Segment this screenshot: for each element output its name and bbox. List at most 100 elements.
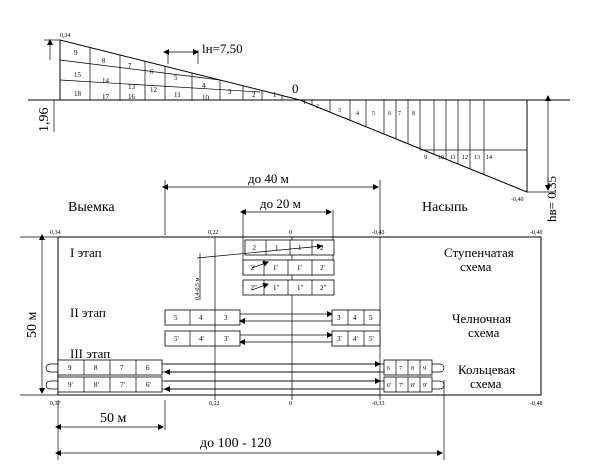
fill-number: 7 xyxy=(398,111,401,117)
shuttle-cell: 3' xyxy=(337,335,342,343)
ring-loop xyxy=(45,363,445,373)
stepped-cell: 1' xyxy=(273,264,278,272)
top-mark: -0,40 xyxy=(530,230,543,236)
ring-cell: 6 xyxy=(146,364,150,372)
stepped-arrow xyxy=(251,282,269,291)
fill-number: 10 xyxy=(438,155,444,161)
cut-number: 2 xyxy=(252,91,256,99)
stepped-cell: 1" xyxy=(273,284,280,292)
bottom-mark: -0,33 xyxy=(372,401,385,407)
m50-label: 50 м xyxy=(100,411,127,426)
shuttle-right-row xyxy=(331,330,381,347)
ring-cell: 7' xyxy=(120,381,125,389)
upto100-label: до 100 - 120 xyxy=(200,436,271,451)
stepped-cell: 1" xyxy=(297,284,304,292)
ring-cell: 6 xyxy=(387,366,390,372)
cut-number: 8 xyxy=(102,57,106,65)
cut-number: 11 xyxy=(174,91,181,99)
fill-number: 1 xyxy=(303,100,306,106)
cut-number: 7 xyxy=(128,62,132,70)
cut-number: 4 xyxy=(202,82,206,90)
top-mark: 0 xyxy=(289,230,292,236)
left-height-label: 0,34 xyxy=(60,33,71,39)
stepped-arrow xyxy=(196,243,323,259)
bottom-mark: 0 xyxy=(289,401,292,407)
fill-number: 4 xyxy=(356,111,359,117)
vertical-note: 0,4-0,5 м xyxy=(195,278,201,300)
stepped-arrow xyxy=(251,260,269,269)
stage-3-label: III этап xyxy=(70,346,110,361)
fill-number: 11 xyxy=(450,155,456,161)
ring-cell: 7 xyxy=(120,364,124,372)
shuttle-right-row xyxy=(331,309,381,326)
cut-layer-line xyxy=(59,59,221,81)
fill-height-label: hв= 0.35 xyxy=(544,176,559,222)
scheme-1-line2: схема xyxy=(460,259,492,274)
shuttle-cell: 5' xyxy=(174,335,179,343)
stepped-cell: 2 xyxy=(253,244,257,252)
cut-label: Выемка xyxy=(68,200,115,215)
shuttle-cell: 5' xyxy=(369,335,374,343)
shuttle-cell: 3' xyxy=(224,335,229,343)
shuttle-cell: 4' xyxy=(353,335,358,343)
ring-loop xyxy=(45,380,445,390)
middle-dimensions: до 40 м до 20 м Выемка Насыпь xyxy=(68,171,468,262)
depth-label: 1,96 xyxy=(37,108,52,133)
ring-cell: 6' xyxy=(146,381,151,389)
shuttle-cell: 5 xyxy=(174,314,178,322)
top-mark: -0,43 xyxy=(372,230,385,236)
shuttle-left-row xyxy=(164,330,241,347)
fill-number: 3 xyxy=(338,108,341,114)
stepped-cell: 1 xyxy=(275,244,279,252)
scheme-3-line1: Кольцевая xyxy=(458,362,515,377)
fill-number: 6 xyxy=(388,111,391,117)
stepped-cell: 2" xyxy=(320,284,327,292)
stage-2-label: II этап xyxy=(70,305,106,320)
cut-number: 18 xyxy=(74,90,82,98)
scheme-2-line2: схема xyxy=(468,325,500,340)
cut-number: 6 xyxy=(150,68,154,76)
cut-slices xyxy=(89,47,283,100)
ring-cell: 8' xyxy=(94,381,99,389)
right-depth-label: -0,40 xyxy=(511,197,524,203)
m50-vertical-label: 50 м xyxy=(25,312,40,339)
fill-number: 12 xyxy=(462,155,468,161)
fill-label: Насыпь xyxy=(422,200,468,215)
shuttle-left-row xyxy=(164,309,241,326)
stepped-cell: 2 xyxy=(320,244,324,252)
top-mark: 0,34 xyxy=(50,230,61,236)
ring-cell: 7 xyxy=(399,366,402,372)
cut-number: 5 xyxy=(174,74,178,82)
shuttle-cell: 5 xyxy=(369,314,373,322)
step-label: lн=7,50 xyxy=(202,41,243,56)
ring-cell: 9 xyxy=(423,366,426,372)
top-mark: 0,22 xyxy=(208,230,219,236)
fill-slices xyxy=(311,100,485,175)
ring-cell: 7' xyxy=(399,383,403,389)
ring-cell: 6' xyxy=(387,383,391,389)
cut-number: 13 xyxy=(128,83,136,91)
shuttle-cell: 4 xyxy=(199,314,203,322)
stepped-cell: 2" xyxy=(251,284,258,292)
upto40-label: до 40 м xyxy=(248,171,289,186)
fill-number: 8 xyxy=(412,111,415,117)
cut-number: 3 xyxy=(228,88,232,96)
ring-cell: 9' xyxy=(68,381,73,389)
cut-number: 10 xyxy=(202,94,210,102)
stage-1-label: I этап xyxy=(70,245,102,260)
cut-number: 12 xyxy=(150,86,158,94)
shuttle-cell: 3 xyxy=(224,314,228,322)
bottom-mark: 0,37 xyxy=(50,401,61,407)
scheme-3-line2: схема xyxy=(470,376,502,391)
ring-cell: 8 xyxy=(94,364,98,372)
cut-number: 15 xyxy=(74,71,82,79)
ring-cell: 8' xyxy=(411,383,415,389)
ring-cell: 9 xyxy=(68,364,72,372)
fill-number: 9 xyxy=(424,155,427,161)
